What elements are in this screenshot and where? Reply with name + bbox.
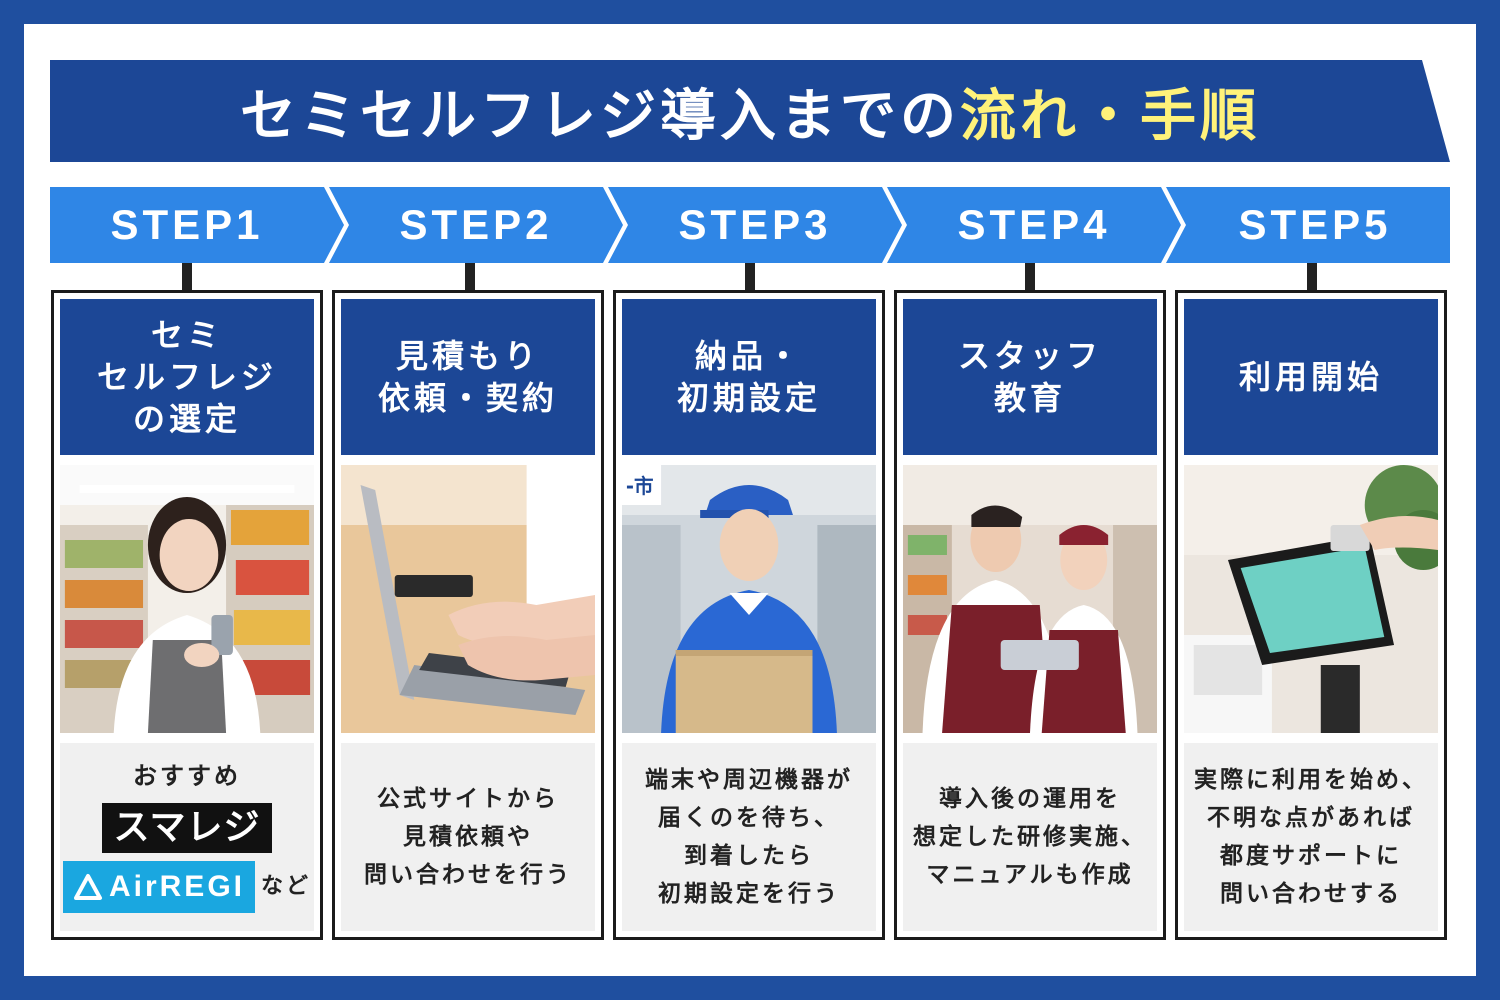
connector-5 — [1307, 263, 1317, 293]
connector-1 — [182, 263, 192, 293]
step-card-3: 納品・ 初期設定 -市 端末や周辺機器が 届くのを待ち、 到着したら 初期設定を… — [613, 290, 885, 940]
photo-laptop-typing — [341, 465, 595, 733]
desc-line: 端末や周辺機器が — [645, 767, 853, 793]
airregi-mark-icon — [73, 874, 102, 900]
step-card-5: 利用開始 実際に利用を始め、 不明な点があれば 都度サポートに 問い合わせする — [1175, 290, 1447, 940]
desc-line: 都度サポートに — [1220, 843, 1402, 869]
step-card-2: 見積もり 依頼・契約 公式サイトから 見積依頼や 問い合わせを行う — [332, 290, 604, 940]
step-arrow-5: STEP5 — [1166, 187, 1450, 263]
step-description: 公式サイトから 見積依頼や 問い合わせを行う — [341, 743, 595, 931]
store-sign-text: -市 — [626, 475, 654, 498]
step-description: 端末や周辺機器が 届くのを待ち、 到着したら 初期設定を行う — [622, 743, 876, 931]
airregi-row: AirREGI など — [62, 861, 312, 913]
connector-2 — [465, 263, 475, 293]
connector-4 — [1025, 263, 1035, 293]
desc-line: 見積依頼や — [403, 824, 533, 850]
step-description: 導入後の運用を 想定した研修実施、 マニュアルも作成 — [903, 743, 1157, 931]
step-description: おすすめ スマレジ AirREGI など — [60, 743, 314, 931]
heading-line: スタッフ — [957, 337, 1102, 375]
step-description: 実際に利用を始め、 不明な点があれば 都度サポートに 問い合わせする — [1184, 743, 1438, 931]
connector-3 — [745, 263, 755, 293]
desc-line: 不明な点があれば — [1207, 805, 1415, 831]
title-main: セミセルフレジ導入までの — [240, 83, 960, 149]
desc-line: 問い合わせを行う — [364, 862, 572, 888]
title-banner: セミセルフレジ導入までの流れ・手順 — [50, 60, 1450, 162]
step-heading: スタッフ 教育 — [903, 299, 1157, 455]
step-arrow-2: STEP2 — [329, 187, 623, 263]
step-heading: 利用開始 — [1184, 299, 1438, 455]
recommend-label: おすすめ — [132, 762, 241, 790]
heading-line: 依頼・契約 — [377, 379, 558, 417]
desc-line: 実際に利用を始め、 — [1194, 767, 1428, 793]
step-arrow-3: STEP3 — [608, 187, 902, 263]
step-arrow-1: STEP1 — [50, 187, 344, 263]
heading-line: 利用開始 — [1238, 358, 1383, 396]
heading-line: セミ — [150, 316, 223, 354]
heading-line: セルフレジ — [96, 358, 277, 396]
desc-line: 問い合わせする — [1220, 881, 1402, 907]
heading-line: 初期設定 — [676, 379, 821, 417]
step-heading: セミ セルフレジ の選定 — [60, 299, 314, 455]
smaregi-logo: スマレジ — [101, 803, 273, 853]
recommend-block: おすすめ スマレジ AirREGI など — [62, 757, 312, 913]
recommend-suffix: など — [261, 874, 312, 899]
desc-line: 届くのを待ち、 — [658, 805, 840, 831]
heading-line: 教育 — [993, 379, 1066, 417]
photo-self-checkout-terminal — [1184, 465, 1438, 733]
photo-staff-training — [903, 465, 1157, 733]
heading-line: 見積もり — [395, 337, 540, 375]
page-title: セミセルフレジ導入までの流れ・手順 — [240, 71, 1260, 152]
desc-line: 初期設定を行う — [658, 881, 840, 907]
title-highlight: 流れ・手順 — [960, 83, 1260, 149]
step-card-4: スタッフ 教育 導入後の運用を 想定した研修実施、 マニュアルも — [894, 290, 1166, 940]
step-card-1: セミ セルフレジ の選定 — [51, 290, 323, 940]
step-arrow-4: STEP4 — [887, 187, 1181, 263]
desc-line: 想定した研修実施、 — [913, 824, 1147, 850]
heading-line: の選定 — [132, 400, 241, 438]
desc-line: 導入後の運用を — [939, 786, 1121, 812]
photo-store-staff — [60, 465, 314, 733]
desc-line: マニュアルも作成 — [926, 862, 1134, 888]
heading-line: 納品・ — [694, 337, 803, 375]
desc-line: 公式サイトから — [377, 786, 559, 812]
step-heading: 納品・ 初期設定 — [622, 299, 876, 455]
desc-line: 到着したら — [684, 843, 814, 869]
airregi-text: AirREGI — [108, 870, 245, 903]
step-heading: 見積もり 依頼・契約 — [341, 299, 595, 455]
airregi-logo: AirREGI — [62, 861, 255, 913]
photo-delivery-worker: -市 — [622, 465, 876, 733]
